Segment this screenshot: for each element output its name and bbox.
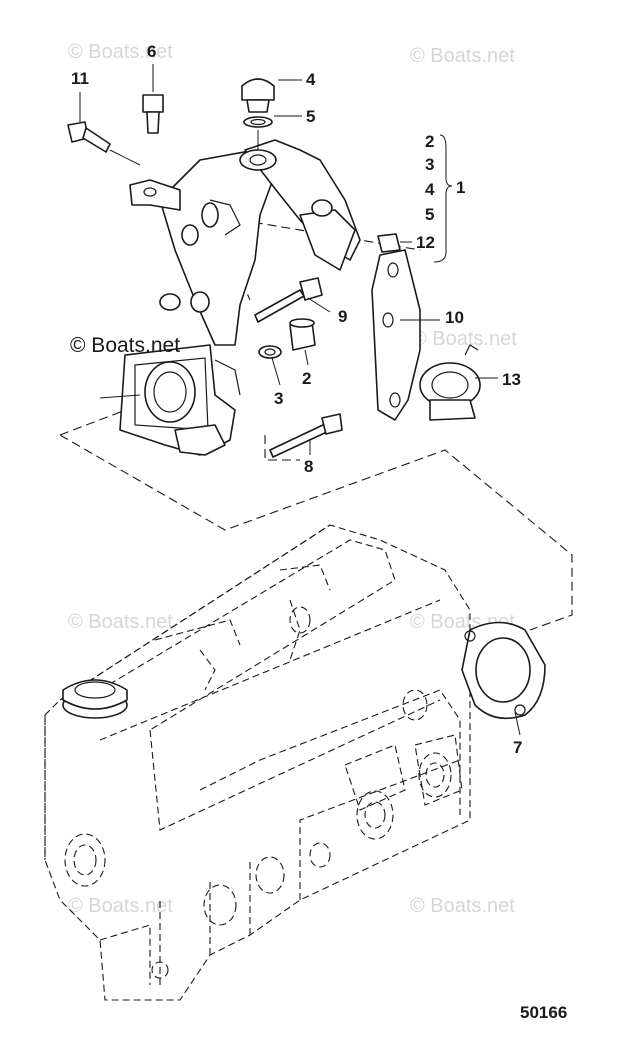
sender-assembly bbox=[419, 344, 481, 421]
callout-10: 10 bbox=[445, 308, 464, 327]
callout-7: 7 bbox=[513, 738, 522, 757]
callout-12: 12 bbox=[416, 233, 435, 252]
callout-2-kit: 2 bbox=[425, 132, 434, 151]
exhaust-manifold bbox=[119, 139, 361, 456]
callout-6: 6 bbox=[147, 42, 156, 61]
oil-filler-cap bbox=[62, 679, 128, 719]
callout-2: 2 bbox=[302, 369, 311, 388]
watermark: © Boats.net bbox=[410, 895, 515, 917]
watermark: © Boats.net bbox=[68, 895, 173, 917]
callout-5-kit: 5 bbox=[425, 205, 434, 224]
callout-4: 4 bbox=[306, 70, 316, 89]
callout-5: 5 bbox=[306, 107, 315, 126]
watermark: © Boats.net bbox=[68, 41, 173, 63]
callout-1: 1 bbox=[456, 178, 465, 197]
watermark: © Boats.net bbox=[68, 611, 173, 633]
callout-3-kit: 3 bbox=[425, 155, 434, 174]
callout-4-kit: 4 bbox=[425, 180, 435, 199]
callout-8: 8 bbox=[304, 457, 313, 476]
callout-9: 9 bbox=[338, 307, 347, 326]
watermark-group: © Boats.net © Boats.net © Boats.net © Bo… bbox=[68, 41, 517, 917]
callout-11: 11 bbox=[71, 69, 89, 88]
drain-plug-and-washer bbox=[258, 318, 316, 359]
long-bolts bbox=[254, 277, 343, 458]
watermark: © Boats.net bbox=[410, 45, 515, 67]
leader-lines bbox=[79, 64, 521, 736]
figure-number: 50166 bbox=[520, 1003, 567, 1022]
engine-block-outline bbox=[44, 524, 471, 1001]
watermark: © Boats.net bbox=[412, 328, 517, 350]
callout-3: 3 bbox=[274, 389, 283, 408]
flange-bolt bbox=[67, 121, 111, 153]
nut-fitting bbox=[377, 233, 401, 253]
cap-screw bbox=[142, 94, 164, 134]
watermark-dark: © Boats.net bbox=[70, 334, 180, 357]
manifold-gasket bbox=[461, 621, 546, 720]
callout-labels: 6 11 4 5 2 3 4 5 1 12 9 10 2 13 3 8 7 bbox=[71, 42, 522, 757]
callout-13: 13 bbox=[502, 370, 521, 389]
mounting-bracket bbox=[371, 249, 421, 421]
plug-and-washer bbox=[241, 78, 275, 128]
